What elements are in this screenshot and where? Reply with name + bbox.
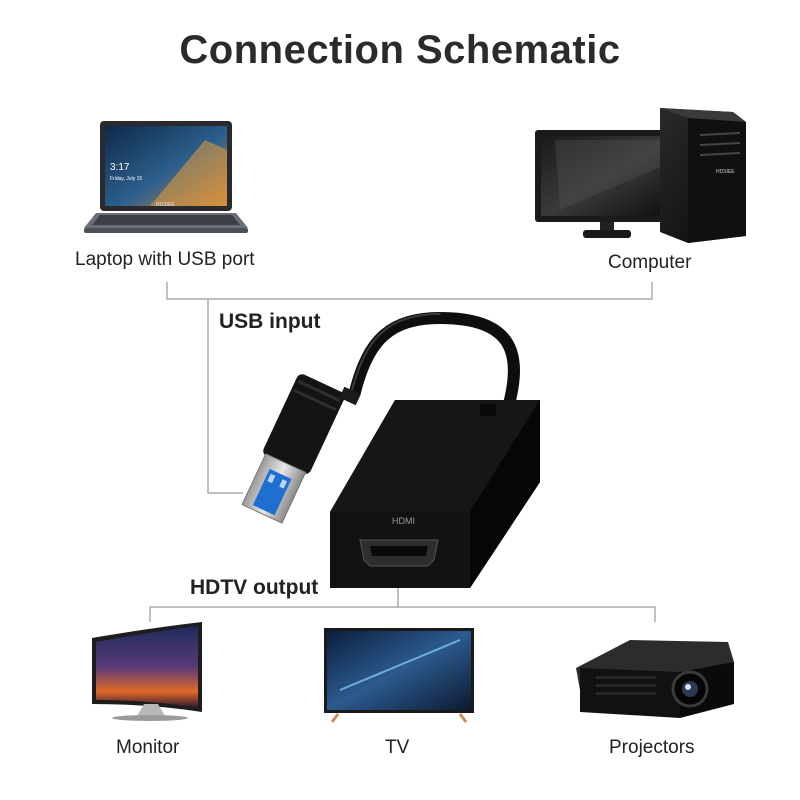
- laptop-screen-time: 3:17: [110, 162, 130, 173]
- monitor-image: [92, 622, 202, 721]
- tv-label: TV: [385, 737, 410, 758]
- projector-label: Projectors: [609, 737, 695, 758]
- usb-plug: [241, 374, 361, 524]
- computer-label: Computer: [608, 252, 692, 273]
- usb-link-line: [207, 299, 243, 494]
- projector-image: [576, 640, 734, 718]
- hdmi-adapter: HDMI: [330, 400, 540, 588]
- laptop-screen-date: Friday, July 15: [110, 176, 142, 182]
- monitor-label: Monitor: [116, 737, 180, 758]
- computer-image: HDSIEE: [535, 108, 746, 243]
- hdtv-output-label: HDTV output: [190, 576, 319, 599]
- laptop-brand: HDSIEE: [156, 202, 175, 208]
- laptop-label: Laptop with USB port: [75, 249, 255, 270]
- page-title: Connection Schematic: [179, 28, 621, 72]
- output-bracket-line: [149, 606, 656, 622]
- hdmi-port-icon: HDMI: [392, 516, 415, 526]
- computer-brand: HDSIEE: [716, 169, 735, 175]
- source-bracket-line: [166, 282, 653, 300]
- tv-image: [324, 628, 474, 723]
- laptop-image: 3:17 Friday, July 15 HDSIEE: [84, 121, 248, 233]
- usb-input-label: USB input: [219, 310, 321, 333]
- usb-cable: [349, 311, 520, 424]
